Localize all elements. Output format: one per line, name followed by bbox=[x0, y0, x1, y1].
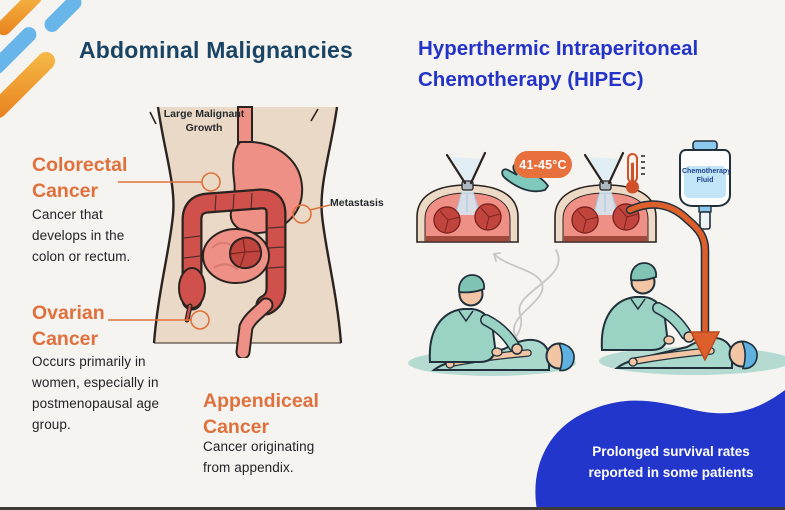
temperature-badge: 41-45°C bbox=[514, 151, 572, 178]
abdomen-dome-icon bbox=[415, 151, 520, 244]
growth-label: Large Malignant Growth bbox=[163, 108, 245, 134]
thermometer-icon bbox=[626, 153, 645, 194]
growth-label-tick bbox=[149, 111, 157, 125]
section-heading-appendiceal: Appendiceal Cancer bbox=[203, 390, 319, 439]
iv-bag-label: Chemotherapy Fluid bbox=[682, 168, 732, 185]
chemo-tube bbox=[627, 201, 708, 337]
section-body-appendiceal: Cancer originating from appendix. bbox=[203, 439, 315, 475]
torso-outline-right bbox=[320, 106, 343, 344]
flow-arrow-icon bbox=[689, 331, 721, 362]
growth-label-tick bbox=[310, 108, 319, 122]
callout-circle-colorectal bbox=[201, 172, 221, 192]
bottom-edge-line bbox=[0, 507, 785, 510]
torso-anatomy-illustration bbox=[108, 106, 343, 358]
colon-haustra-lines bbox=[183, 192, 285, 279]
right-panel-title: Hyperthermic Intraperitoneal Chemotherap… bbox=[418, 37, 699, 91]
callout-line-metastasis bbox=[309, 204, 331, 211]
section-body-ovarian: Occurs primarily in women, especially in… bbox=[32, 354, 160, 432]
surgeon-figure bbox=[602, 263, 694, 350]
section-heading-colorectal: Colorectal Cancer bbox=[32, 154, 128, 203]
cecum-icon bbox=[178, 267, 206, 309]
outcome-note: Prolonged survival rates reported in som… bbox=[588, 444, 754, 480]
callout-circle-metastasis bbox=[292, 204, 312, 224]
appendix-icon bbox=[185, 304, 192, 322]
iv-bag-icon bbox=[679, 140, 731, 230]
outcome-blob bbox=[535, 390, 785, 510]
tumor-facet-lines bbox=[229, 237, 262, 269]
tumor-icon bbox=[228, 236, 263, 270]
rectum-icon bbox=[237, 299, 272, 358]
hipec-procedure-illustration bbox=[408, 140, 785, 376]
metastasis-label: Metastasis bbox=[330, 197, 384, 209]
decorative-stripe bbox=[41, 0, 85, 36]
callout-circle-ovarian bbox=[190, 310, 210, 330]
section-body-colorectal: Cancer that develops in the colon or rec… bbox=[32, 207, 131, 264]
section-heading-ovarian: Ovarian Cancer bbox=[32, 302, 105, 351]
left-panel-title: Abdominal Malignancies bbox=[78, 37, 354, 63]
colon-icon bbox=[183, 190, 285, 314]
torso-outline-left bbox=[152, 106, 175, 344]
